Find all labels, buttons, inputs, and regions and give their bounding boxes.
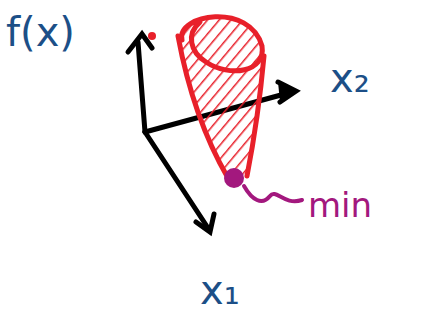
axis-label: x₁ (200, 270, 240, 310)
surface-rim (182, 17, 263, 71)
leader-line (244, 186, 302, 201)
axis-label: f(x) (6, 12, 75, 52)
axis-label: x₂ (330, 58, 370, 98)
surface-side (178, 36, 264, 178)
red-mark (148, 32, 156, 40)
point-label: min (308, 188, 372, 222)
minimum-point (224, 168, 244, 188)
